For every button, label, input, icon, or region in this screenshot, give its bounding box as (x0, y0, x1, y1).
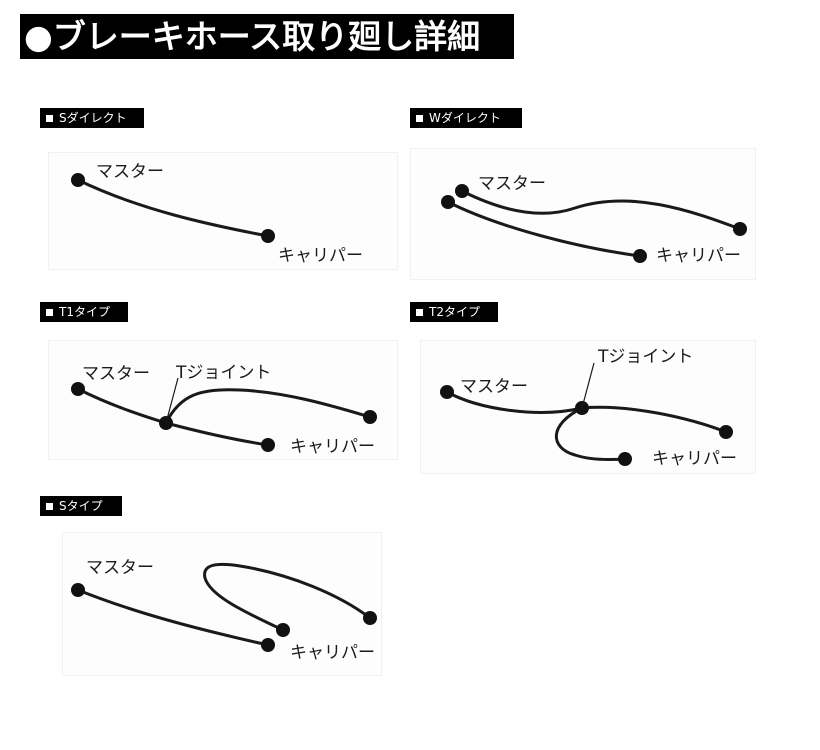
hose-line (460, 189, 742, 231)
caliper-node-dot (363, 410, 377, 424)
master-node-dot (71, 173, 85, 187)
hose-line (164, 421, 270, 447)
caliper-label: キャリパー (656, 246, 741, 266)
caliper-label: キャリパー (290, 643, 375, 663)
master-node-dot (71, 382, 85, 396)
hose-line (445, 390, 584, 414)
master-node-dot (440, 385, 454, 399)
t-joint-leader-line (581, 362, 595, 409)
hose-line (203, 562, 372, 632)
t-joint-label: Tジョイント (175, 363, 271, 383)
square-bullet-icon (46, 309, 53, 316)
caliper-node-dot (363, 611, 377, 625)
master-label: マスター (460, 377, 528, 397)
section-label-text: Wダイレクト (429, 111, 501, 125)
master-label: マスター (86, 558, 154, 578)
square-bullet-icon (46, 115, 53, 122)
hose-line (76, 387, 168, 425)
hose-line (76, 588, 270, 647)
section-label-s-direct: Sダイレクト (40, 108, 144, 128)
master-label: マスター (96, 162, 164, 182)
hose-line (580, 405, 728, 434)
t-joint-leader-line (165, 377, 179, 424)
panel-t1-type (48, 340, 398, 460)
caliper-node-dot (261, 229, 275, 243)
square-bullet-icon (416, 309, 423, 316)
master-node-dot (441, 195, 455, 209)
section-label-w-direct: Wダイレクト (410, 108, 522, 128)
caliper-node-dot (618, 452, 632, 466)
hose-line (446, 200, 642, 258)
master-node-dot (71, 583, 85, 597)
master-label: マスター (82, 364, 150, 384)
section-label-text: T2タイプ (429, 305, 480, 319)
panel-s-direct (48, 152, 398, 270)
master-node-dot (455, 184, 469, 198)
caliper-label: キャリパー (290, 437, 375, 457)
hose-line (554, 406, 627, 461)
hose-line (76, 178, 270, 238)
section-label-text: T1タイプ (59, 305, 110, 319)
caliper-node-dot (733, 222, 747, 236)
section-label-t2-type: T2タイプ (410, 302, 498, 322)
section-label-text: Sタイプ (59, 499, 103, 513)
hose-line (164, 388, 372, 425)
section-label-s-type: Sタイプ (40, 496, 122, 516)
section-label-t1-type: T1タイプ (40, 302, 128, 322)
t-joint-label: Tジョイント (597, 347, 693, 367)
caliper-node-dot (633, 249, 647, 263)
caliper-node-dot (719, 425, 733, 439)
caliper-node-dot (261, 438, 275, 452)
square-bullet-icon (416, 115, 423, 122)
page-title: ●ブレーキホース取り廻し詳細 (20, 14, 514, 59)
caliper-node-dot (261, 638, 275, 652)
square-bullet-icon (46, 503, 53, 510)
caliper-node-dot (276, 623, 290, 637)
master-label: マスター (478, 174, 546, 194)
section-label-text: Sダイレクト (59, 111, 127, 125)
caliper-label: キャリパー (278, 246, 363, 266)
caliper-label: キャリパー (652, 449, 737, 469)
